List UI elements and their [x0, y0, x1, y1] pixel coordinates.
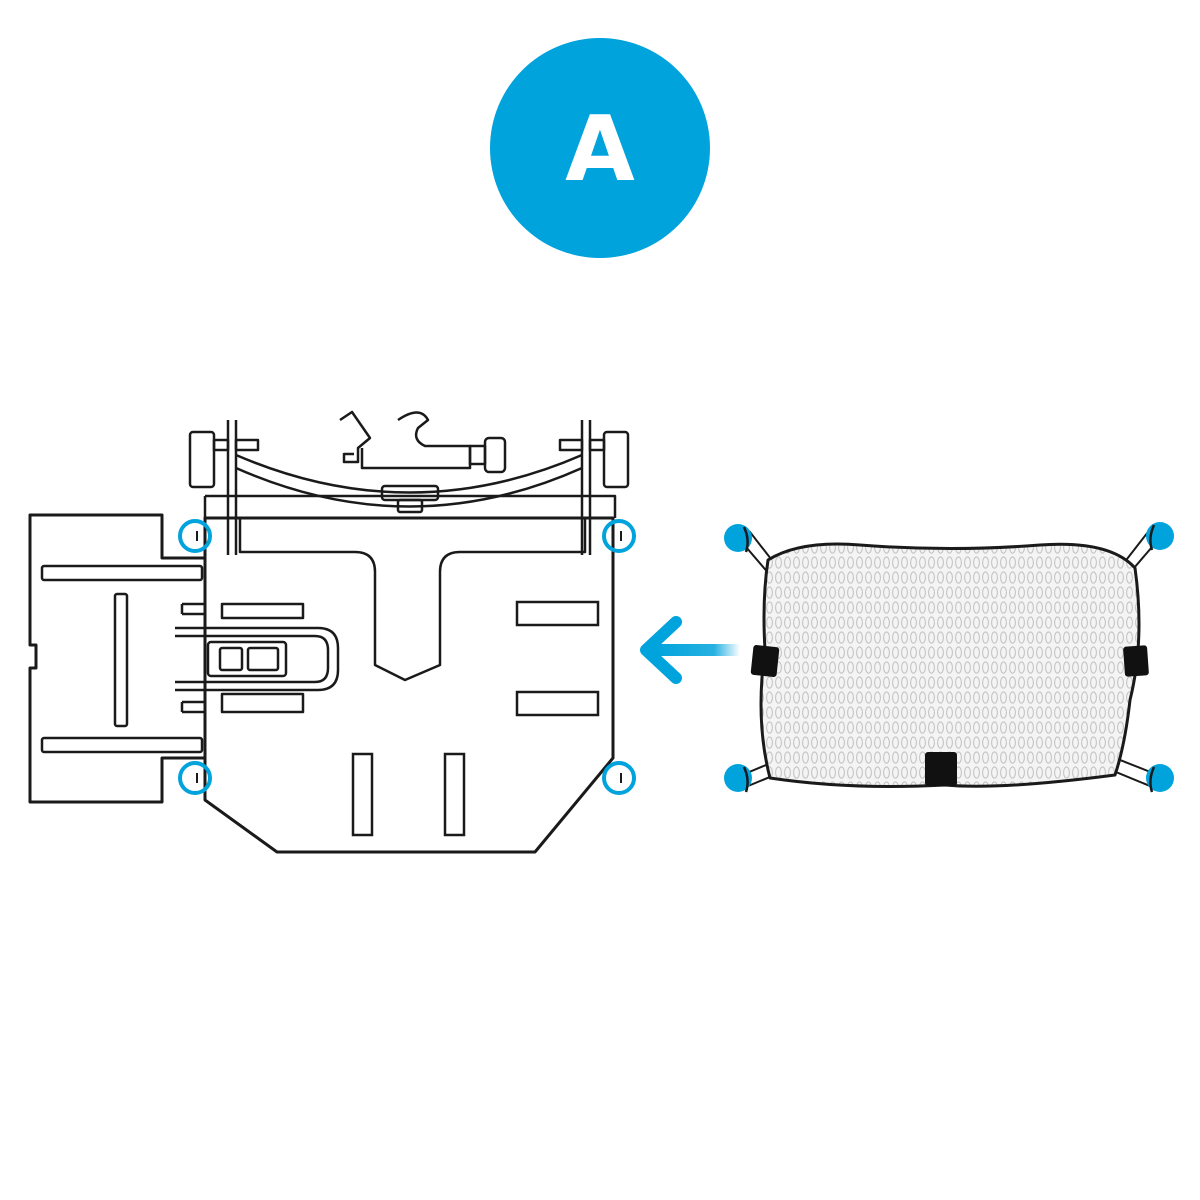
- strap-bottom: [925, 752, 957, 786]
- step-badge: A: [490, 38, 710, 258]
- left-arrow-icon: [640, 616, 740, 684]
- carrier-slots-left: [40, 564, 205, 754]
- carrier-slots-right: [351, 600, 600, 837]
- strap-right: [1123, 645, 1149, 677]
- attachment-points: [178, 519, 636, 795]
- cargo-net: [724, 522, 1174, 793]
- attachment-point-bottom-left: [178, 761, 212, 795]
- attachment-point-bottom-right: [602, 761, 636, 795]
- step-letter: A: [565, 97, 635, 202]
- strap-left: [750, 645, 780, 677]
- mount-frame: [188, 410, 630, 555]
- attachment-point-top-right: [602, 519, 636, 553]
- plate-cutout: [238, 518, 587, 682]
- attachment-point-top-left: [178, 519, 212, 553]
- carrier-plate: [28, 513, 615, 854]
- hook-end-icon: [724, 522, 1174, 793]
- latch-assembly: [175, 602, 340, 714]
